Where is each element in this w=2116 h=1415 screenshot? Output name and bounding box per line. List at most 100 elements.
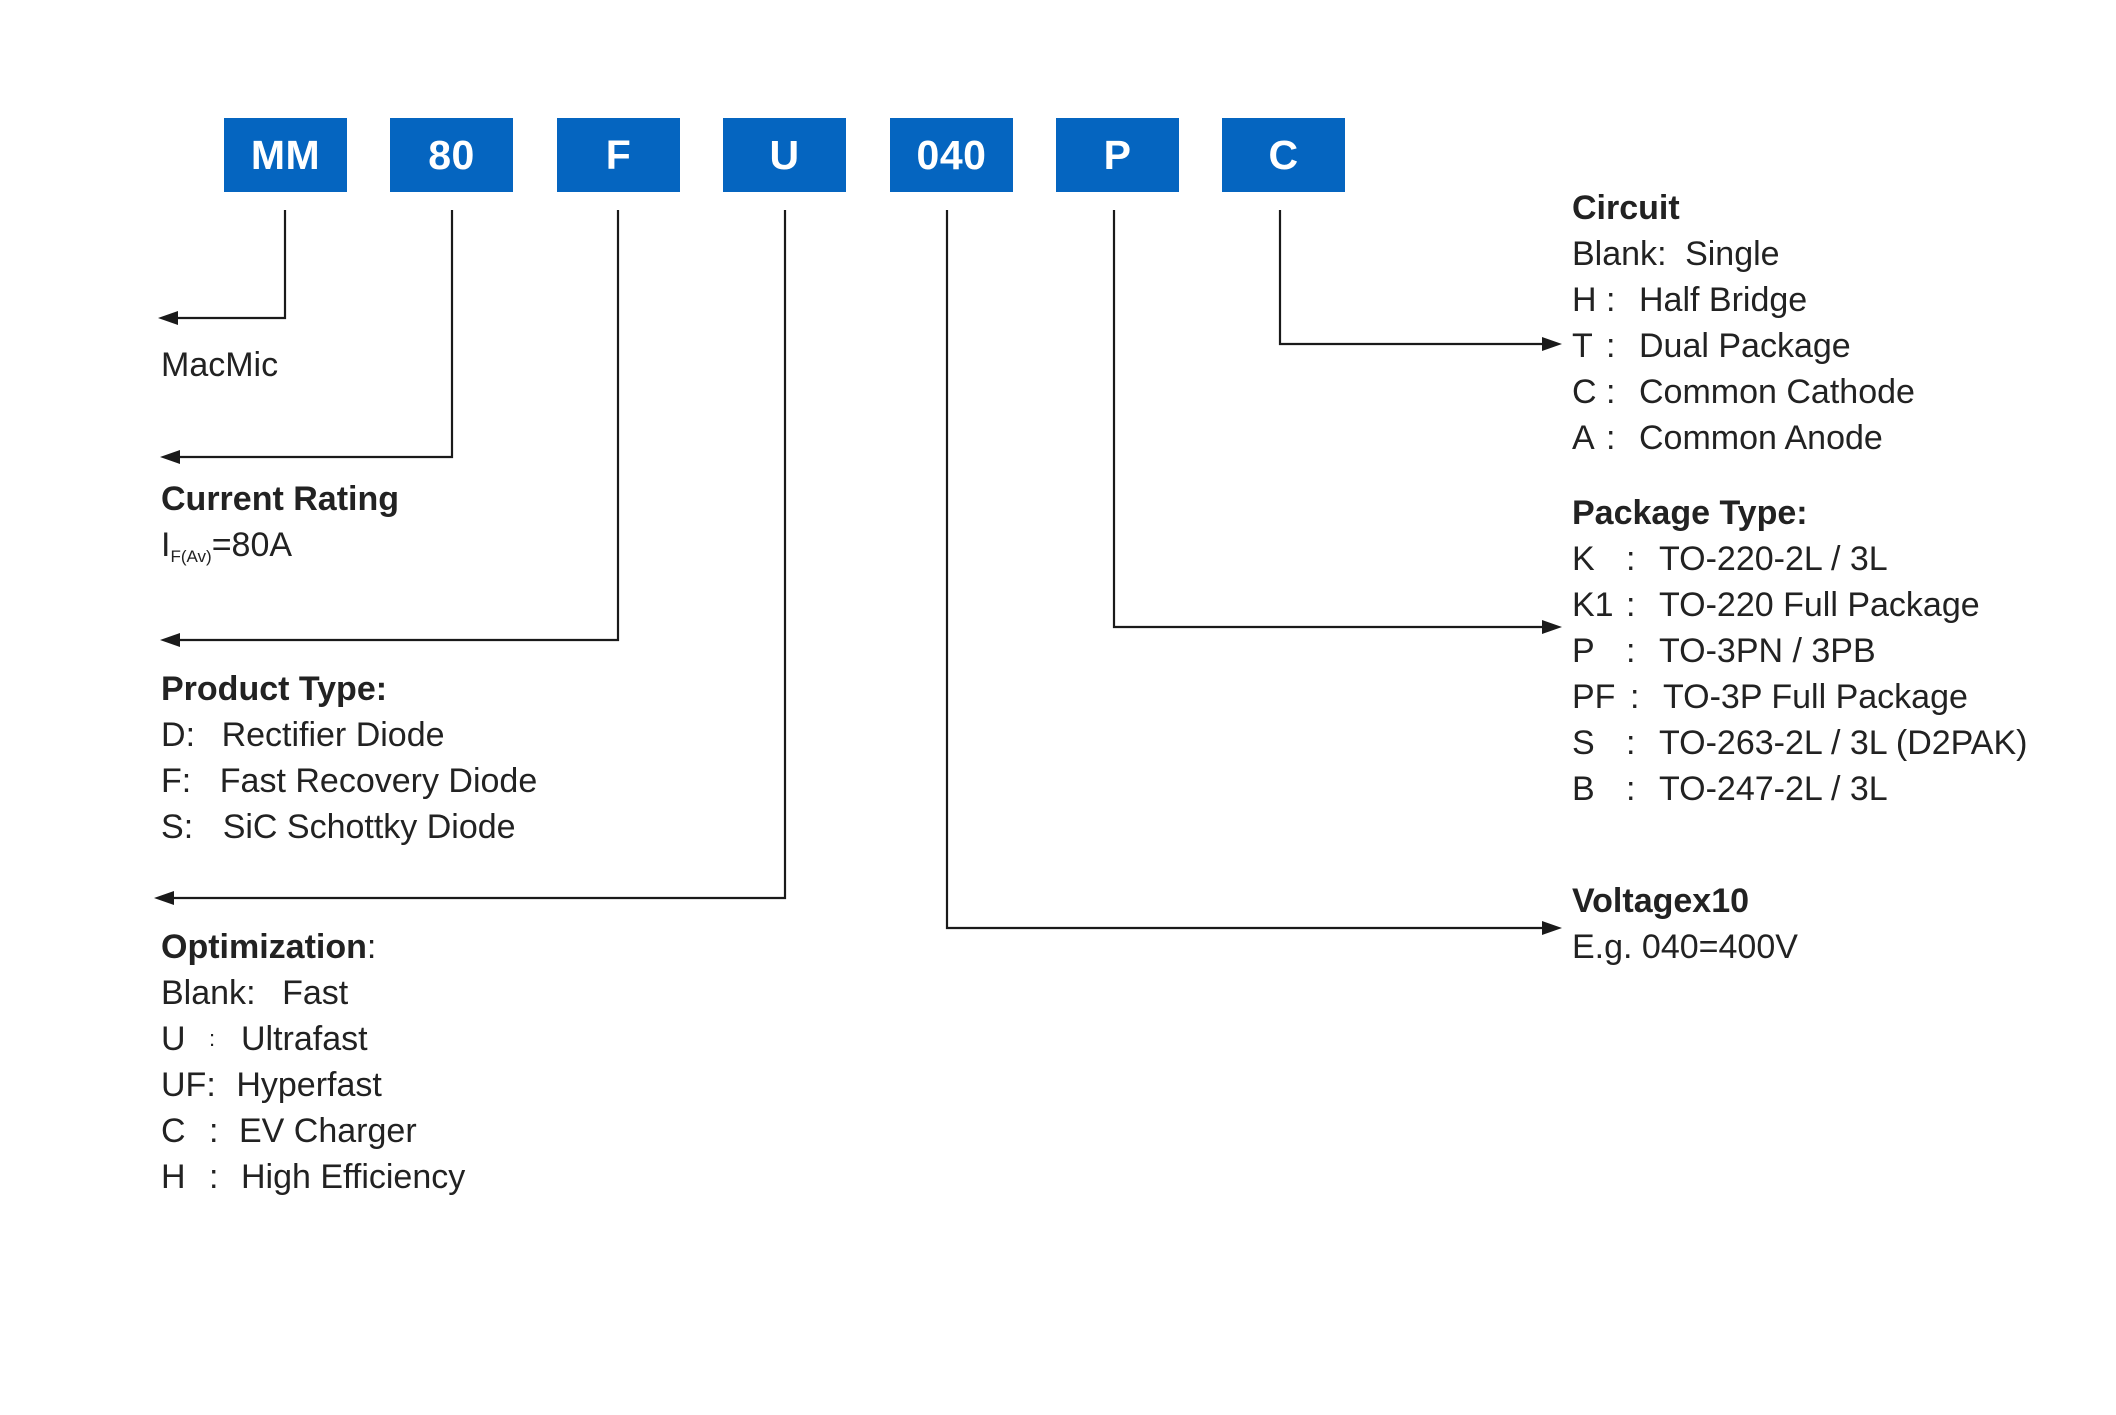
item-key: S bbox=[161, 808, 184, 846]
item-sep: : bbox=[183, 808, 194, 846]
item-value: Single bbox=[1685, 235, 1780, 273]
package-type-item: B: TO-247-2L / 3L bbox=[1572, 766, 2028, 812]
item-key: PF bbox=[1572, 678, 1616, 716]
item-sep: : bbox=[246, 974, 256, 1012]
item-value: TO-220-2L / 3L bbox=[1659, 540, 1888, 578]
item-sep: : bbox=[1626, 770, 1636, 808]
item-key: H bbox=[161, 1158, 186, 1196]
circuit-item: T: Dual Package bbox=[1572, 323, 1915, 369]
item-value: Hyperfast bbox=[236, 1066, 382, 1104]
package-type-item: S: TO-263-2L / 3L (D2PAK) bbox=[1572, 720, 2028, 766]
current-value: =80A bbox=[211, 526, 293, 564]
item-sep: : bbox=[1626, 632, 1636, 670]
connector-current bbox=[172, 210, 454, 459]
current-rating-block: Current Rating IF(Av)=80A bbox=[161, 476, 399, 580]
item-key: H bbox=[1572, 281, 1597, 319]
item-sep: : bbox=[206, 1066, 216, 1104]
arrowhead-voltage bbox=[1542, 921, 1562, 935]
item-value: TO-263-2L / 3L (D2PAK) bbox=[1659, 724, 2028, 762]
item-sep: : bbox=[1626, 724, 1636, 762]
product-type-block: Product Type: D:Rectifier Diode F:Fast R… bbox=[161, 666, 537, 850]
optimization-item: U: Ultrafast bbox=[161, 1016, 465, 1062]
arrowhead-package bbox=[1542, 620, 1562, 634]
circuit-item: C:Common Cathode bbox=[1572, 369, 1915, 415]
connector-voltage bbox=[945, 210, 1550, 930]
circuit-item: A: Common Anode bbox=[1572, 415, 1915, 461]
connector-package bbox=[1112, 210, 1550, 629]
item-key: K bbox=[1572, 540, 1595, 578]
item-key: P bbox=[1572, 632, 1595, 670]
arrowhead-circuit bbox=[1542, 337, 1562, 351]
product-type-heading: Product Type: bbox=[161, 670, 388, 708]
item-sep: : bbox=[1626, 586, 1636, 624]
item-value: TO-220 Full Package bbox=[1659, 586, 1980, 624]
item-key: T bbox=[1572, 327, 1593, 365]
item-sep: : bbox=[1606, 419, 1616, 457]
item-value: Ultrafast bbox=[241, 1020, 368, 1058]
optimization-block: Optimization: Blank:Fast U: Ultrafast UF:… bbox=[161, 924, 465, 1200]
package-type-heading: Package Type: bbox=[1572, 494, 1808, 532]
connector-optimization bbox=[166, 210, 787, 900]
item-key: C bbox=[161, 1112, 186, 1150]
product-type-item: S: SiC Schottky Diode bbox=[161, 804, 537, 850]
package-type-block: Package Type: K: TO-220-2L / 3L K1: TO-220… bbox=[1572, 490, 2028, 812]
item-sep: : bbox=[1606, 327, 1616, 365]
item-value: Rectifier Diode bbox=[221, 716, 445, 754]
current-symbol: I bbox=[161, 526, 171, 564]
item-value: Fast Recovery Diode bbox=[219, 762, 538, 800]
voltage-block: Voltagex10 E.g. 040=400V bbox=[1572, 878, 1798, 970]
voltage-example: E.g. 040=400V bbox=[1572, 928, 1798, 966]
item-sep: : bbox=[181, 762, 192, 800]
item-value: TO-3PN / 3PB bbox=[1659, 632, 1876, 670]
product-type-item: F: Fast Recovery Diode bbox=[161, 758, 537, 804]
item-sep: : bbox=[209, 1026, 216, 1051]
current-subscript: F(Av) bbox=[170, 547, 212, 566]
current-rating-value-line: IF(Av)=80A bbox=[161, 522, 399, 580]
item-key: B bbox=[1572, 770, 1595, 808]
code-box-voltage: 040 bbox=[890, 118, 1013, 192]
optimization-heading-line: Optimization: bbox=[161, 924, 465, 970]
item-sep: : bbox=[209, 1158, 219, 1196]
item-value: Common Anode bbox=[1639, 419, 1883, 457]
code-box-product: F bbox=[557, 118, 680, 192]
code-box-package: P bbox=[1056, 118, 1179, 192]
item-value: EV Charger bbox=[239, 1112, 417, 1150]
arrowhead-macmic bbox=[158, 311, 178, 325]
item-sep: : bbox=[185, 716, 196, 754]
item-key: A bbox=[1572, 419, 1595, 457]
item-key: U bbox=[161, 1020, 186, 1058]
circuit-heading: Circuit bbox=[1572, 189, 1680, 227]
item-value: High Efficiency bbox=[241, 1158, 466, 1196]
current-rating-heading: Current Rating bbox=[161, 480, 399, 518]
item-key: S bbox=[1572, 724, 1595, 762]
item-value: Common Cathode bbox=[1639, 373, 1915, 411]
optimization-item: C: EV Charger bbox=[161, 1108, 465, 1154]
code-box-mm: MM bbox=[224, 118, 347, 192]
item-key: Blank bbox=[1572, 235, 1658, 273]
code-box-circuit: C bbox=[1222, 118, 1345, 192]
item-sep: : bbox=[1626, 540, 1636, 578]
item-key: UF bbox=[161, 1066, 207, 1104]
package-type-item: K: TO-220-2L / 3L bbox=[1572, 536, 2028, 582]
item-key: Blank bbox=[161, 974, 247, 1012]
item-sep: : bbox=[209, 1112, 219, 1150]
item-value: SiC Schottky Diode bbox=[222, 808, 516, 846]
arrowhead-optimization bbox=[154, 891, 174, 905]
arrowhead-current bbox=[160, 450, 180, 464]
optimization-item: Blank:Fast bbox=[161, 970, 465, 1016]
item-key: F bbox=[161, 762, 182, 800]
connector-macmic bbox=[170, 210, 287, 320]
item-sep: : bbox=[1657, 235, 1667, 273]
optimization-item: UF: Hyperfast bbox=[161, 1062, 465, 1108]
item-value: TO-3P Full Package bbox=[1663, 678, 1968, 716]
circuit-block: Circuit Blank:Single H:Half Bridge T:Dua… bbox=[1572, 185, 1915, 461]
optimization-item: H: High Efficiency bbox=[161, 1154, 465, 1200]
item-value: Dual Package bbox=[1639, 327, 1851, 365]
optimization-heading: Optimization bbox=[161, 928, 367, 966]
item-sep: : bbox=[1606, 281, 1616, 319]
macmic-label: MacMic bbox=[161, 346, 279, 384]
connector-product bbox=[172, 210, 620, 642]
item-value: TO-247-2L / 3L bbox=[1659, 770, 1888, 808]
item-key: K1 bbox=[1572, 586, 1614, 624]
